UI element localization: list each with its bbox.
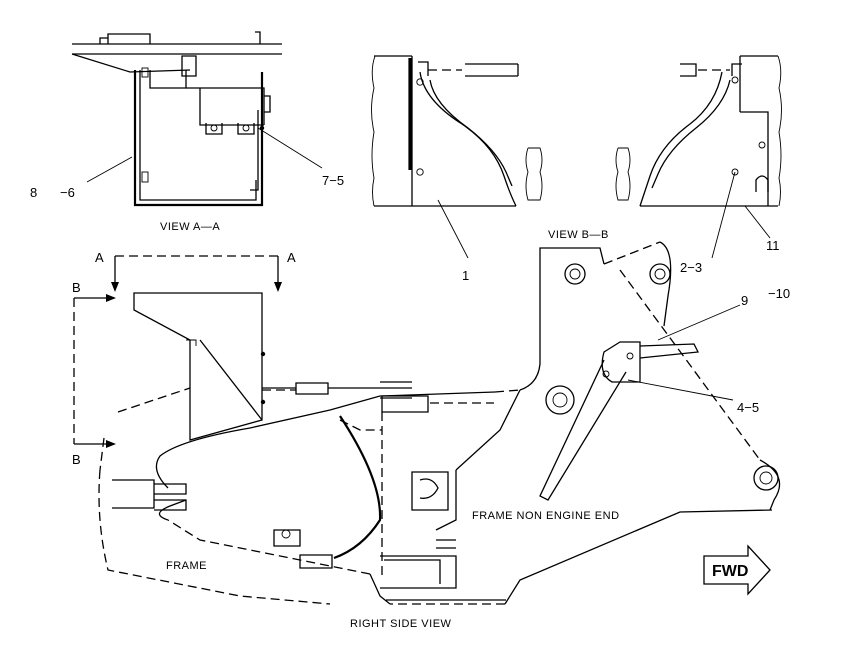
section-marker-a-right: A (287, 250, 296, 265)
callout-9: 9 (741, 293, 748, 308)
section-marker-b-top: B (72, 280, 81, 295)
callout-8: 8 (30, 185, 37, 200)
view-a-a-title: VIEW A—A (160, 221, 220, 233)
frame-label: FRAME (166, 560, 207, 572)
callout-7-5: 7−5 (322, 173, 344, 188)
section-marker-b-bottom: B (72, 452, 81, 467)
view-a-a-detail (71, 31, 323, 207)
view-b-b-title: VIEW B—B (548, 229, 609, 241)
callout-6: −6 (60, 185, 75, 200)
view-b-b-detail (371, 55, 782, 259)
callout-1: 1 (462, 268, 469, 283)
right-side-view-title: RIGHT SIDE VIEW (350, 618, 452, 630)
callout-10: −10 (768, 286, 790, 301)
fwd-label: FWD (712, 563, 748, 580)
frame-non-engine-end-label: FRAME NON ENGINE END (472, 510, 620, 522)
callout-11: 11 (766, 238, 780, 253)
right-side-view-detail (73, 241, 781, 605)
callout-4-5: 4−5 (737, 400, 759, 415)
callout-2-3: 2−3 (680, 260, 702, 275)
section-marker-a-left: A (95, 250, 104, 265)
